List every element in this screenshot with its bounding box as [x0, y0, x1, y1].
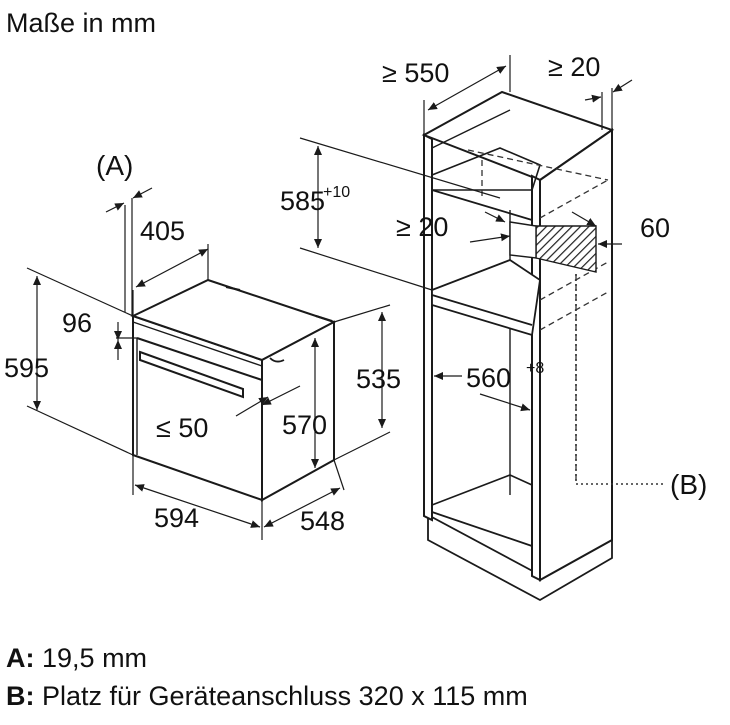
- cabinet-drawing: [421, 90, 665, 602]
- label-oven-body-height: 570: [282, 410, 327, 440]
- label-ref-b: (B): [670, 469, 707, 500]
- label-vent-depth: 60: [640, 213, 670, 243]
- legend-text-b: Platz für Geräteanschluss 320 x 115 mm: [42, 681, 528, 711]
- label-rear-gap-top: ≥ 20: [548, 52, 600, 82]
- label-niche-width: 560: [466, 363, 511, 393]
- label-rear-gap-inner: ≥ 20: [396, 212, 448, 242]
- label-front-offset: 96: [62, 308, 92, 338]
- label-oven-side-depth: 535: [356, 364, 401, 394]
- label-ref-a: (A): [96, 150, 133, 181]
- cabinet-left-pillar: [423, 133, 433, 522]
- label-oven-height: 595: [4, 353, 49, 383]
- label-door-gap: ≤ 50: [156, 413, 208, 443]
- page-title: Maße in mm: [6, 8, 156, 38]
- label-oven-top-depth: 405: [140, 216, 185, 246]
- cabinet-dimensions: [299, 55, 633, 412]
- label-cabinet-depth: ≥ 550: [382, 58, 449, 88]
- legend-item-a: A: 19,5 mm: [6, 643, 147, 673]
- label-oven-depth: 548: [300, 506, 345, 536]
- label-niche-height-tolerance: +10: [323, 184, 350, 201]
- label-niche-height: 585: [280, 186, 325, 216]
- label-oven-width: 594: [154, 503, 199, 533]
- legend-text-a: 19,5 mm: [42, 643, 148, 673]
- legend-item-b: B: Platz für Geräteanschluss 320 x 115 m…: [6, 681, 528, 711]
- cabinet-shelf-top: [431, 147, 541, 191]
- label-niche-width-tolerance: +8: [526, 360, 544, 377]
- legend-key-b: B:: [6, 681, 35, 711]
- cabinet-shelf-middle: [431, 258, 541, 337]
- legend-key-a: A:: [6, 643, 35, 673]
- oven-drawing: [130, 278, 337, 502]
- oven-dimensions: [26, 187, 391, 540]
- oven-handle: [139, 350, 244, 399]
